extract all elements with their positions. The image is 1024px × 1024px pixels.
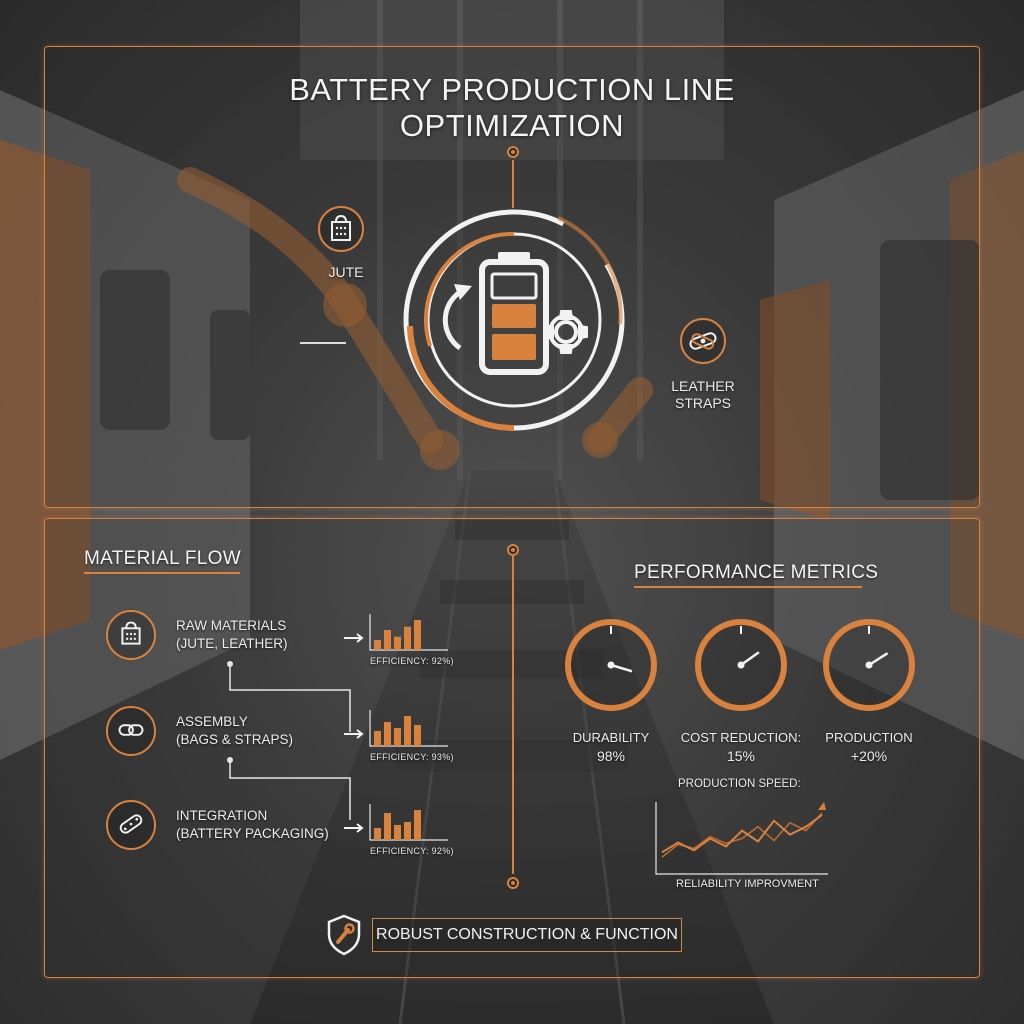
flow-step-label: RAW MATERIALS (JUTE, LEATHER): [176, 617, 288, 653]
shield-wrench-icon: [327, 914, 361, 956]
leather-straps-label-line2: STRAPS: [674, 395, 731, 411]
flow-step-detail: (BATTERY PACKAGING): [176, 826, 329, 841]
robust-construction-badge: ROBUST CONSTRUCTION & FUNCTION: [372, 918, 682, 952]
gauge-label: COST REDUCTION: 15%: [666, 729, 816, 765]
gauge-hub: [737, 661, 745, 669]
mini-chart-bar: [394, 825, 401, 840]
gauge-metric-name: PRODUCTION: [825, 730, 913, 745]
battery-strip-icon: [106, 800, 156, 850]
flow-step-title: INTEGRATION: [176, 808, 268, 823]
speed-trend-arrowhead: [818, 802, 826, 810]
leather-straps-badge: [680, 318, 726, 364]
center-divider-node-bottom: [507, 877, 519, 889]
mini-chart-bar: [414, 810, 421, 840]
arrow-right-icon: [344, 633, 364, 643]
strap-icon: [106, 706, 156, 756]
efficiency-label: EFFICIENCY: 92%): [370, 656, 454, 666]
metric-gauge: [565, 619, 657, 711]
efficiency-mini-chart: [344, 710, 448, 747]
top-connector-node: [507, 146, 519, 158]
mini-chart-bar: [374, 640, 381, 650]
arrow-right-icon: [344, 823, 364, 833]
mini-chart-bar: [414, 725, 421, 746]
reliability-improvement-label: RELIABILITY IMPROVMENT: [676, 878, 819, 890]
efficiency-label: EFFICIENCY: 93%): [370, 752, 454, 762]
reliability-series-line: [661, 812, 823, 858]
flow-step-detail: (JUTE, LEATHER): [176, 636, 288, 651]
flow-step-detail: (BAGS & STRAPS): [176, 732, 294, 747]
flow-step-title: ASSEMBLY: [176, 714, 248, 729]
flow-step-label: INTEGRATION (BATTERY PACKAGING): [176, 807, 329, 843]
production-speed-chart: [655, 802, 828, 875]
bag-icon: [106, 610, 156, 660]
jute-connector: [300, 342, 346, 344]
metric-gauge: [695, 619, 787, 711]
top-connector-line: [512, 160, 514, 208]
mini-chart-bar: [404, 626, 411, 650]
flow-step-title: RAW MATERIALS: [176, 618, 287, 633]
gauge-needle: [740, 651, 760, 667]
efficiency-label: EFFICIENCY: 92%): [370, 846, 454, 856]
speed-series-line: [661, 814, 823, 854]
title-line-1: BATTERY PRODUCTION LINE: [289, 72, 735, 107]
gauge-metric-value: +20%: [850, 748, 888, 764]
page-title: BATTERY PRODUCTION LINE OPTIMIZATION: [0, 72, 1024, 144]
metric-gauge: [823, 619, 915, 711]
mini-chart-bar: [374, 828, 381, 840]
arrow-right-icon: [344, 729, 364, 739]
robust-construction-label: ROBUST CONSTRUCTION & FUNCTION: [376, 926, 678, 943]
jute-label: JUTE: [328, 264, 364, 280]
leather-straps-label: LEATHER STRAPS: [660, 378, 746, 412]
center-divider-line: [512, 556, 514, 874]
gauge-metric-name: DURABILITY: [572, 730, 650, 745]
material-flow-title: MATERIAL FLOW: [84, 548, 241, 569]
mini-chart-bar: [394, 728, 401, 746]
mini-chart-bar: [404, 822, 411, 840]
title-line-2: OPTIMIZATION: [399, 108, 625, 143]
flow-step-label: ASSEMBLY (BAGS & STRAPS): [176, 713, 293, 749]
mini-chart-bar: [404, 716, 411, 746]
speed-chart-axis: [655, 802, 828, 875]
gauge-needle: [868, 652, 889, 667]
gauge-metric-value: 98%: [596, 748, 626, 764]
mini-chart-axis: [369, 710, 448, 747]
mini-chart-bar: [384, 630, 391, 650]
gauge-label: DURABILITY 98%: [536, 729, 686, 765]
efficiency-mini-chart: [344, 614, 448, 651]
battery-cycle-gear-icon: [403, 209, 625, 431]
gauge-metric-name: COST REDUCTION:: [680, 730, 802, 745]
gauge-label: PRODUCTION +20%: [794, 729, 944, 765]
gauge-hub: [607, 661, 615, 669]
efficiency-mini-chart: [344, 804, 448, 841]
mini-chart-bar: [374, 731, 381, 746]
mini-chart-axis: [369, 614, 448, 651]
material-flow-underline: [84, 572, 240, 574]
mini-chart-axis: [369, 804, 448, 841]
gauge-needle: [610, 663, 633, 673]
performance-metrics-title: PERFORMANCE METRICS: [634, 562, 879, 583]
jute-bag-icon: [331, 214, 351, 241]
material-flow-connectors: [227, 661, 351, 820]
mini-chart-bar: [394, 636, 401, 650]
center-divider-node-top: [507, 544, 519, 556]
jute-badge: [318, 206, 364, 252]
production-speed-label: PRODUCTION SPEED:: [678, 778, 801, 790]
leather-straps-label-line1: LEATHER: [671, 378, 735, 394]
top-panel-frame: [44, 46, 980, 508]
mini-chart-bar: [414, 620, 421, 650]
performance-metrics-underline: [634, 586, 862, 588]
mini-chart-bar: [384, 722, 391, 746]
gauge-hub: [865, 661, 873, 669]
gauge-metric-value: 15%: [726, 748, 756, 764]
leather-strap-icon: [689, 332, 717, 350]
mini-chart-bar: [384, 813, 391, 840]
